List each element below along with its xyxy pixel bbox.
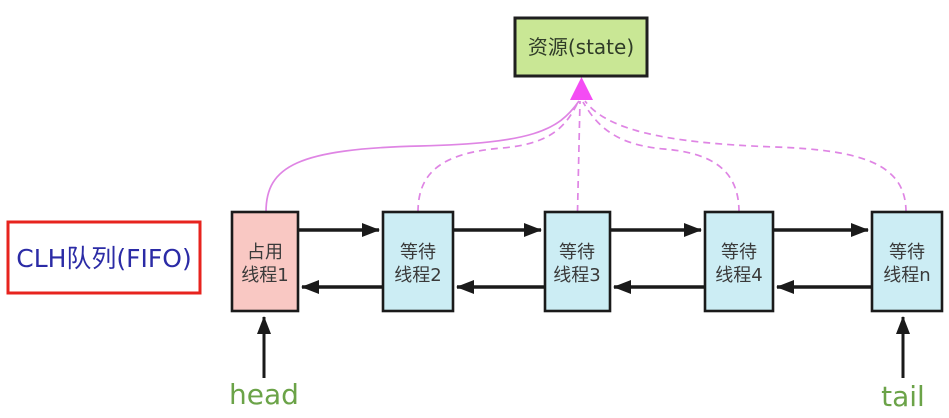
node-waiting-threadn: 等待 线程n (870, 210, 944, 313)
node1-rect (230, 210, 300, 313)
node-waiting-thread2: 等待 线程2 (381, 210, 455, 313)
queue-title-rect (6, 220, 202, 295)
node2-label-line1: 等待 (400, 242, 436, 263)
queue-title-label: CLH队列(FIFO) (16, 244, 192, 273)
resource-link-arrowhead-icon (570, 77, 593, 100)
node-waiting-thread4: 等待 线程4 (703, 210, 775, 313)
node2-label-line2: 线程2 (394, 265, 441, 286)
resource-rect (513, 16, 649, 78)
node1-label-line1: 占用 (247, 242, 283, 263)
node3-label-line1: 等待 (559, 242, 595, 263)
tail-label: tail (881, 380, 925, 413)
resource-box: 资源(state) (513, 16, 649, 78)
node3-rect (543, 210, 612, 313)
resource-link-node3 (576, 100, 581, 213)
node4-label-line1: 等待 (721, 242, 757, 263)
node5-rect (870, 210, 944, 313)
node-owner-thread1: 占用 线程1 (230, 210, 300, 313)
head-label: head (229, 378, 299, 411)
resource-link-node1 (265, 100, 580, 213)
resource-link-node5 (584, 100, 907, 213)
node4-label-line2: 线程4 (715, 265, 762, 286)
resource-link-node2 (417, 101, 579, 213)
node3-label-line2: 线程3 (553, 265, 600, 286)
node-waiting-thread3: 等待 线程3 (543, 210, 612, 313)
node5-label-line1: 等待 (889, 242, 925, 263)
node4-rect (703, 210, 775, 313)
node2-rect (381, 210, 455, 313)
resource-link-node4 (582, 101, 740, 213)
node1-label-line2: 线程1 (241, 265, 288, 286)
node5-label-line2: 线程n (883, 265, 930, 286)
resource-label: 资源(state) (528, 35, 634, 59)
queue-title: CLH队列(FIFO) (6, 220, 202, 295)
